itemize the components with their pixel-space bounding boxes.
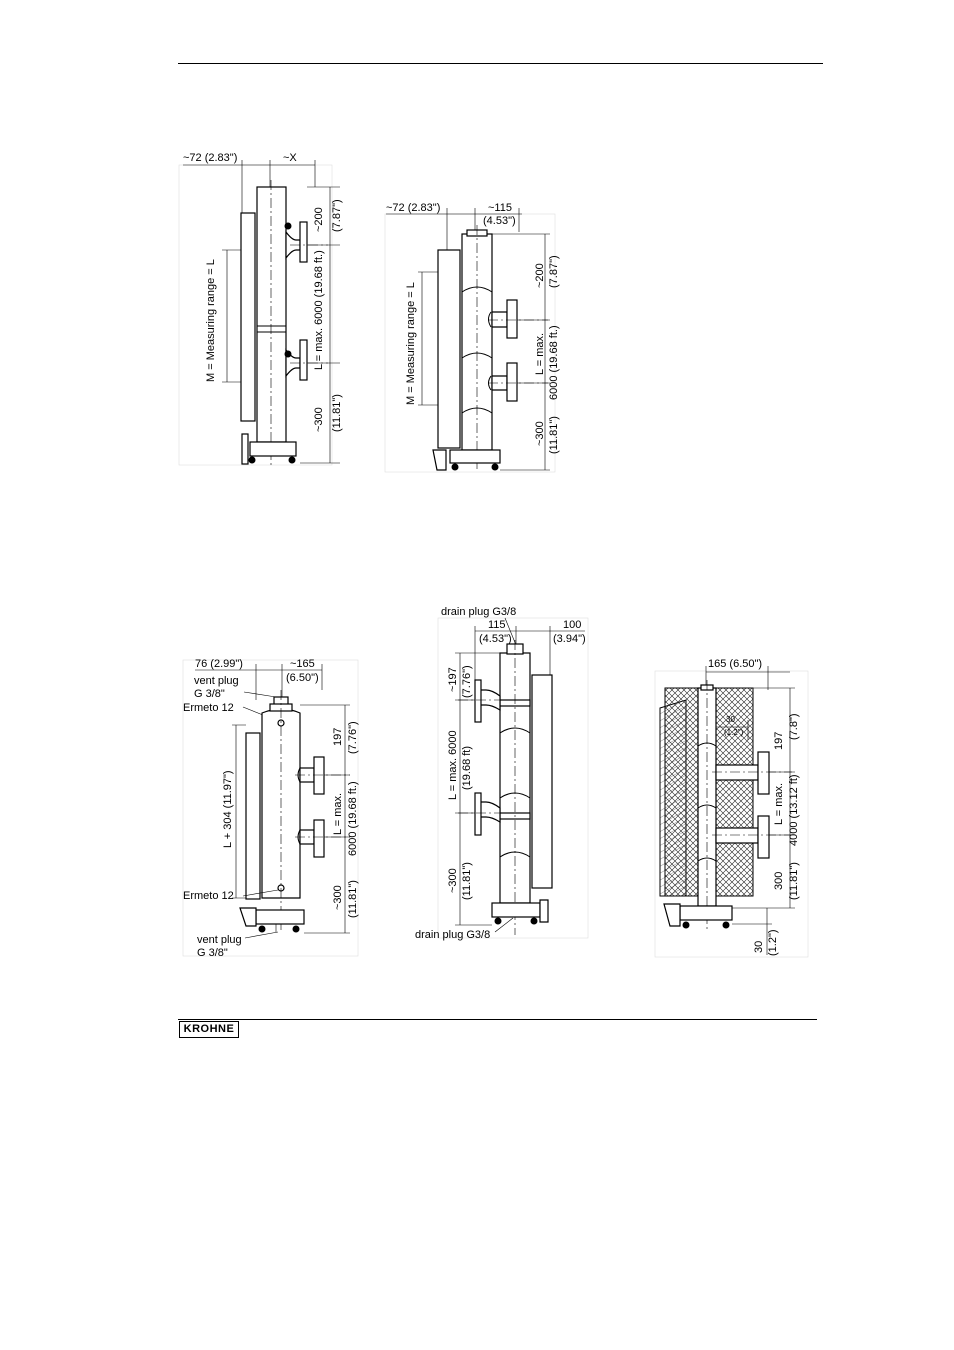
drawing-5-top-dim-in: (7.8") [788, 713, 800, 740]
drawing-4-dim-100: 100 [563, 619, 581, 631]
drawing-5-length-label-1: L = max. [773, 783, 785, 825]
drawing-1: ~72 (2.83") ~X M = Measuring range = L ~… [178, 152, 343, 466]
drawing-5-insul-in: (1.2") [724, 728, 744, 737]
drawing-3: 76 (2.99") ~165 (6.50") vent plug G 3/8"… [182, 658, 359, 959]
drawing-2-bottom-dim: ~300 [534, 421, 546, 446]
drawing-1-bottom-dim-in: (11.81") [331, 394, 343, 432]
drawing-1-top-dim: ~200 [313, 207, 325, 232]
drawing-4-length-label-2: (19.68 ft) [461, 746, 473, 790]
drawing-5-dim-165: 165 (6.50") [708, 658, 762, 670]
drawing-2: ~72 (2.83") ~115 (4.53") M = Measuring r… [384, 202, 560, 473]
drawing-3-top-dim: 197 [332, 728, 344, 746]
drawing-4-dim-100-in: (3.94") [553, 633, 586, 645]
drawing-3-frame [182, 659, 359, 957]
drawing-3-vent-plug-top: vent plug [194, 675, 239, 687]
drawing-4-drain-top: drain plug G3/8 [441, 606, 516, 618]
drawing-4-drain-bottom: drain plug G3/8 [415, 929, 490, 941]
krohne-logo: KROHNE [179, 1021, 239, 1038]
drawing-3-vent-plug-bottom-size: G 3/8" [197, 947, 228, 959]
header-rule [178, 63, 823, 64]
drawing-5-bottom-dim: 300 [773, 872, 785, 890]
drawing-3-range-label: L + 304 (11.97") [222, 770, 234, 848]
drawing-4-top-dim-in: (7.76") [461, 665, 473, 698]
drawing-1-dim-x: ~X [283, 152, 297, 164]
drawing-5-top-dim: 197 [773, 732, 785, 750]
drawing-2-dim-115-in: (4.53") [483, 215, 516, 227]
footer-rule [178, 1019, 817, 1020]
drawing-5-foot-dim-in: (1.2") [767, 929, 779, 956]
drawing-3-dim-165-in: (6.50") [286, 672, 319, 684]
drawing-4: drain plug G3/8 115 (4.53") 100 (3.94") … [415, 606, 589, 941]
drawing-5: 165 (6.50") 30 (1.2") 197 (7.8") L = max… [654, 658, 809, 958]
drawing-5-foot-dim: 30 [753, 941, 765, 953]
drawing-4-length-label-1: L = max. 6000 [447, 730, 459, 800]
drawing-1-bottom-dim: ~300 [313, 407, 325, 432]
drawing-2-dim-72: ~72 (2.83") [386, 202, 440, 214]
drawing-1-top-dim-in: (7.87") [331, 199, 343, 232]
drawing-2-top-dim-in: (7.87") [548, 255, 560, 288]
drawing-3-ermeto-bottom: Ermeto 12 [183, 890, 234, 902]
drawing-2-length-label-2: 6000 (19.68 ft.) [548, 325, 560, 400]
drawing-5-bottom-dim-in: (11.81") [788, 862, 800, 900]
drawing-1-range-label: M = Measuring range = L [205, 259, 217, 382]
drawing-1-length-label: L = max. 6000 (19.68 ft.) [313, 250, 325, 370]
drawing-5-length-label-2: 4000 (13.12 ft) [788, 774, 800, 846]
drawing-5-frame [654, 670, 809, 958]
drawing-5-insul-mm: 30 [726, 715, 735, 724]
drawing-2-top-dim: ~200 [534, 263, 546, 288]
drawing-4-bottom-dim: ~300 [447, 868, 459, 893]
drawing-4-dim-115: 115 [488, 619, 506, 631]
drawing-3-vent-plug-top-size: G 3/8" [194, 688, 225, 700]
drawing-2-length-label-1: L = max. [534, 333, 546, 375]
drawing-3-bottom-dim-in: (11.81") [347, 880, 359, 918]
drawing-4-frame [437, 617, 589, 939]
drawing-4-bottom-dim-in: (11.81") [461, 862, 473, 900]
drawing-2-bottom-dim-in: (11.81") [548, 416, 560, 454]
drawing-3-vent-plug-bottom: vent plug [197, 934, 242, 946]
drawing-4-top-dim: ~197 [447, 667, 459, 692]
drawing-3-dim-165: ~165 [290, 658, 315, 670]
drawing-3-ermeto-top: Ermeto 12 [183, 702, 234, 714]
drawing-3-dim-76: 76 (2.99") [195, 658, 243, 670]
drawing-3-top-dim-in: (7.76") [347, 721, 359, 754]
drawing-3-bottom-dim: ~300 [332, 885, 344, 910]
drawing-1-dim-72: ~72 (2.83") [183, 152, 237, 164]
drawing-2-dim-115: ~115 [488, 202, 512, 214]
drawing-3-length-label-2: 6000 (19.68 ft.) [347, 781, 359, 856]
drawing-3-length-label-1: L = max. [332, 793, 344, 835]
drawing-2-range-label: M = Measuring range = L [405, 282, 417, 405]
drawing-4-dim-115-in: (4.53") [479, 633, 512, 645]
